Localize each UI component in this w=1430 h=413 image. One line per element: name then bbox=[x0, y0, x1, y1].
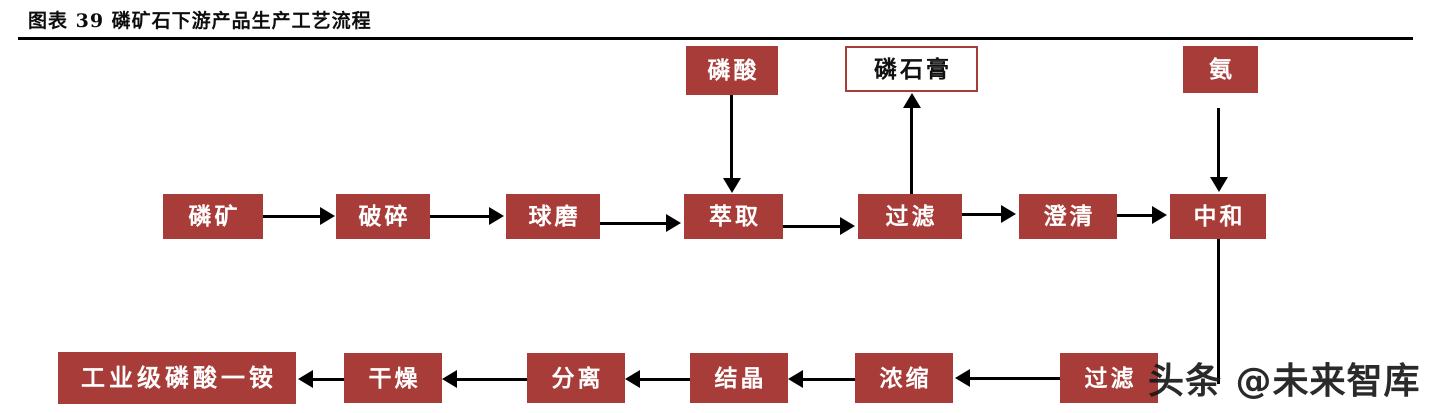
node-filtering-primary[interactable]: 过滤 bbox=[858, 194, 962, 239]
edge-crushing-to-ball-milling bbox=[430, 215, 490, 218]
node-separation[interactable]: 分离 bbox=[527, 353, 625, 403]
node-phosphate-ore[interactable]: 磷矿 bbox=[163, 194, 263, 239]
edge-neutralizing-to-filtering-secondary bbox=[1217, 239, 1220, 384]
node-phosphoric-acid[interactable]: 磷酸 bbox=[686, 46, 778, 95]
node-crystallizing[interactable]: 结晶 bbox=[690, 353, 788, 403]
arrowhead-crystallizing bbox=[788, 370, 803, 388]
edge-ammonia-to-neutralizing bbox=[1217, 108, 1220, 178]
edge-phosphate-ore-to-crushing bbox=[263, 215, 321, 218]
arrowhead-filtering-primary bbox=[840, 217, 855, 235]
edge-drying-to-map-product bbox=[313, 378, 344, 381]
edge-filtering-secondary-to-concentrating bbox=[970, 377, 1060, 380]
node-phosphogypsum[interactable]: 磷石膏 bbox=[845, 46, 978, 92]
arrowhead-concentrating bbox=[955, 369, 970, 387]
node-industrial-grade-map[interactable]: 工业级磷酸一铵 bbox=[58, 352, 296, 404]
watermark-text: 头条 @未来智库 bbox=[1148, 361, 1421, 402]
arrowhead-neutralizing-feed bbox=[1210, 177, 1228, 192]
edge-phosphoric-acid-to-extraction bbox=[730, 95, 733, 179]
arrowhead-neutralizing bbox=[1152, 206, 1167, 224]
node-filtering-secondary[interactable]: 过滤 bbox=[1060, 353, 1158, 403]
page-title: 图表 39 磷矿石下游产品生产工艺流程 bbox=[28, 10, 372, 32]
edge-separation-to-drying bbox=[457, 378, 527, 381]
node-clarifying[interactable]: 澄清 bbox=[1019, 194, 1117, 239]
node-ammonia[interactable]: 氨 bbox=[1183, 46, 1258, 93]
node-crushing[interactable]: 破碎 bbox=[336, 194, 430, 239]
edge-crystallizing-to-separation bbox=[640, 378, 690, 381]
arrowhead-drying bbox=[442, 370, 457, 388]
arrowhead-phosphogypsum bbox=[903, 93, 921, 108]
edge-concentrating-to-crystallizing bbox=[803, 378, 855, 381]
arrowhead-extraction bbox=[666, 214, 681, 232]
edge-clarifying-to-neutralizing bbox=[1117, 214, 1155, 217]
edge-extraction-to-filtering bbox=[783, 225, 841, 228]
node-ball-milling[interactable]: 球磨 bbox=[506, 194, 600, 239]
node-drying[interactable]: 干燥 bbox=[344, 353, 442, 403]
edge-filtering-to-clarifying bbox=[962, 213, 1003, 216]
arrowhead-clarifying bbox=[1001, 205, 1016, 223]
edge-ball-milling-to-extraction bbox=[600, 222, 668, 225]
node-extraction[interactable]: 萃取 bbox=[684, 194, 783, 239]
arrowhead-ball-milling bbox=[489, 207, 504, 225]
arrowhead-map-product bbox=[298, 370, 313, 388]
node-neutralizing[interactable]: 中和 bbox=[1170, 194, 1266, 239]
arrowhead-separation bbox=[625, 370, 640, 388]
arrowhead-crushing bbox=[320, 207, 335, 225]
title-divider bbox=[18, 37, 1413, 40]
edge-filtering-to-phosphogypsum bbox=[910, 108, 913, 194]
arrowhead-extraction-feed bbox=[723, 178, 741, 193]
node-concentrating[interactable]: 浓缩 bbox=[855, 353, 953, 403]
